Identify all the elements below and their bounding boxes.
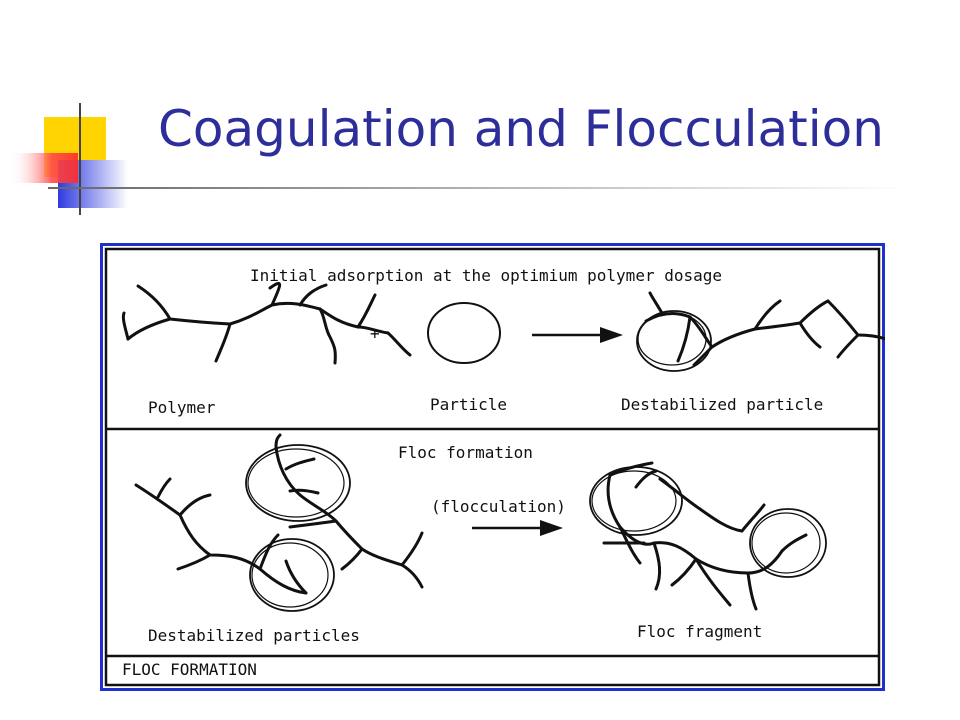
deco-red-bar	[12, 153, 78, 183]
destabilized-particles-cluster	[134, 433, 424, 612]
flocculation-arrow-label: (flocculation)	[431, 497, 566, 516]
deco-rule-line	[48, 187, 908, 189]
floc-formation-figure: Initial adsorption at the optimium polym…	[100, 243, 885, 691]
destabilized-particle-circle	[636, 310, 712, 372]
plus-sign: +	[370, 324, 380, 343]
floc-fragment	[589, 461, 827, 611]
figure-outer-frame	[100, 243, 885, 691]
label-floc-fragment: Floc fragment	[637, 622, 762, 641]
bottom-panel-heading: Floc formation	[398, 443, 533, 462]
title-decoration	[12, 103, 908, 215]
figure-caption: FLOC FORMATION	[122, 660, 257, 679]
label-particle: Particle	[430, 395, 507, 414]
label-polymer: Polymer	[148, 398, 216, 417]
adsorbed-polymer-strand	[644, 291, 885, 367]
figure-inner-frame	[104, 247, 881, 687]
adsorption-arrow-head	[600, 327, 623, 343]
polymer-strand	[121, 282, 412, 365]
top-panel-heading: Initial adsorption at the optimium polym…	[250, 266, 722, 285]
slide-title: Coagulation and Flocculation	[158, 100, 884, 158]
flocculation-arrow-head	[540, 520, 563, 536]
particle-circle	[427, 302, 501, 364]
label-destabilized-particle: Destabilized particle	[621, 395, 823, 414]
label-destabilized-particles: Destabilized particles	[148, 626, 360, 645]
deco-vertical-line	[79, 103, 81, 215]
